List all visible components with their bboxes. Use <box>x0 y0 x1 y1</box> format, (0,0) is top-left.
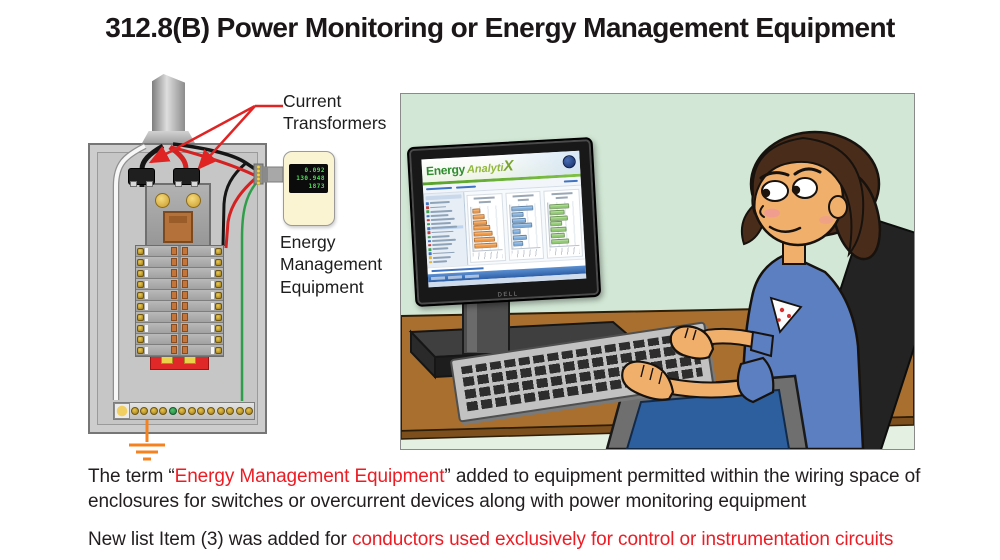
highlighted-term: Energy Management Equipment <box>174 466 445 487</box>
bus-main-screw-icon <box>114 403 130 419</box>
meter-display: 0.092 130.948 1873 <box>289 164 328 193</box>
monitor: Energy AnalytiX <box>406 136 602 308</box>
highlighted-term: conductors used exclusively for control … <box>351 528 894 550</box>
caption-paragraph-1: The term “Energy Management Equipment” a… <box>88 466 921 513</box>
blush <box>764 208 780 218</box>
eyebrow-left <box>759 171 790 180</box>
caption-text: The term “Energy Management Equipment” a… <box>88 464 960 552</box>
bus-screws <box>130 407 254 415</box>
label-current-transformers: Current Transformers <box>283 91 387 134</box>
ear <box>828 195 848 219</box>
page-title: 312.8(B) Power Monitoring or Energy Mana… <box>105 12 895 43</box>
app-sidebar-tree <box>423 192 469 268</box>
mouth <box>768 225 802 233</box>
workstation-illustration: Energy AnalytiX <box>400 93 915 450</box>
blush <box>819 216 833 224</box>
breaker-array <box>135 245 224 357</box>
label-energy-management-equipment: Energy Management Equipment <box>280 232 383 297</box>
meter-row: 1873 <box>308 183 325 191</box>
woman <box>740 130 882 449</box>
caption-paragraph-2: New list Item (3) was added for conducto… <box>88 528 894 550</box>
panel-illustration: 0.092 130.948 1873 Current Transformers … <box>85 70 400 470</box>
current-transformer-left <box>128 168 155 187</box>
energy-management-device: 0.092 130.948 1873 <box>283 151 335 226</box>
app-logo-icon <box>562 154 577 169</box>
pupil <box>761 188 771 198</box>
nose <box>759 205 765 218</box>
current-transformer-right <box>173 168 200 187</box>
breaker-lug-icon <box>155 193 170 208</box>
hair-fringe <box>751 136 865 258</box>
app-title-analytix: AnalytiX <box>466 157 514 176</box>
collar <box>769 296 803 334</box>
neutral-bus-bar <box>113 402 255 420</box>
app-title-energy: Energy <box>425 161 466 178</box>
app-charts <box>464 185 586 266</box>
main-breaker <box>145 183 211 247</box>
monitor-screen: Energy AnalytiX <box>421 150 587 288</box>
breaker-handle <box>163 211 193 243</box>
eyebrow-right <box>793 167 822 176</box>
meter-row: 130.948 <box>296 174 325 182</box>
breaker-lug-icon <box>186 193 201 208</box>
chart-panel-green <box>543 188 584 259</box>
chart-panel-orange <box>466 193 506 263</box>
app-body <box>423 185 586 268</box>
pupil <box>791 185 801 195</box>
breaker-mount-bar <box>150 350 209 370</box>
meter-row: 0.092 <box>304 166 325 174</box>
chart-panel-blue <box>505 190 545 261</box>
